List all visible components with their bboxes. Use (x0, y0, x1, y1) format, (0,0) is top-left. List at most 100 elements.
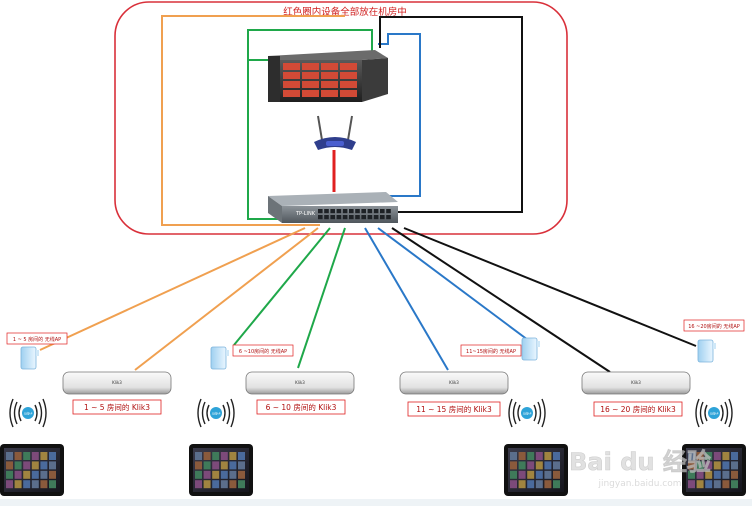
screen-tile (527, 470, 535, 479)
switch-port (342, 215, 348, 220)
screen-tile (731, 470, 738, 479)
screen-tile (31, 480, 39, 489)
klik3-box-4: Klik3 (581, 371, 691, 395)
screen-tile (238, 461, 245, 470)
watermark-sub: jingyan.baidu.com (597, 479, 681, 489)
screen-tile (705, 470, 713, 479)
switch-port (324, 209, 329, 214)
screen-tile (527, 452, 535, 460)
screen-tile (23, 470, 31, 479)
switch-port (361, 209, 366, 214)
switch-port (367, 215, 373, 220)
ap-badge-text: 无线AP (24, 412, 33, 416)
klik3-box-2: Klik3 (245, 371, 355, 395)
screen-tile (23, 461, 31, 470)
switch-port (349, 215, 354, 220)
screen-tile (518, 452, 526, 460)
screen-tile (31, 470, 39, 479)
screen-tile (722, 480, 730, 489)
switch-port (330, 209, 335, 214)
screen-tile (713, 480, 721, 489)
switch-port (361, 215, 366, 220)
screen-tile (553, 452, 560, 460)
switch-port (318, 209, 323, 214)
klik3-label-box-4 (593, 401, 683, 417)
screen-tile (553, 461, 560, 470)
screen-tile (713, 470, 721, 479)
switch-port (355, 209, 360, 214)
klik3-label-1: 1 ~ 5 房间的 Klik3 (84, 402, 150, 412)
switch-port (380, 215, 385, 220)
screen-tile (722, 470, 730, 479)
screen-tile (705, 452, 713, 460)
switch-port (330, 215, 335, 220)
ap-label-1: 1 ~ 5 房间的 无线AP (13, 336, 61, 343)
screen-tile (212, 461, 220, 470)
orange-cable-loop (161, 15, 345, 226)
screen-tile (31, 461, 39, 470)
screen-tile (510, 480, 517, 489)
switch-port (373, 209, 379, 214)
ap-label-box-4 (683, 319, 745, 332)
screen-tile (49, 480, 56, 489)
screen-tile (40, 480, 48, 489)
switch-port (324, 215, 329, 220)
wireless-ap-4 (697, 339, 716, 363)
tablet-3 (504, 444, 568, 496)
screen-tile (553, 480, 560, 489)
ap-badge-text: 无线AP (710, 412, 719, 416)
screen-tile (229, 470, 237, 479)
screen-tile (212, 480, 220, 489)
screen-tile (510, 461, 517, 470)
switch-port (342, 209, 348, 214)
klik3-label-box-2 (256, 399, 346, 415)
switch-brand-label: TP-LINK (295, 211, 316, 217)
wifi-signal-icon: 无线AP (197, 398, 235, 428)
screen-tile (212, 452, 220, 460)
wifi-signal-icon: 无线AP (508, 398, 546, 428)
screen-tile (229, 452, 237, 460)
wifi-signal-icon: 无线AP (695, 398, 733, 428)
switch-port (386, 209, 391, 214)
screen-tile (229, 480, 237, 489)
ap-label-box-1 (6, 332, 68, 345)
screen-tile (688, 461, 695, 470)
screen-tile (203, 470, 211, 479)
screen-tile (527, 461, 535, 470)
screen-tile (688, 452, 695, 460)
baidu-watermark: Bai du 经验 jingyan.baidu.com (569, 448, 711, 489)
black-cable-loop (379, 16, 523, 213)
screen-tile (195, 461, 202, 470)
screen-tile (722, 461, 730, 470)
screen-tile (713, 452, 721, 460)
bottom-strip (0, 499, 752, 506)
screen-tile (220, 480, 228, 489)
klik3-box-3: Klik3 (399, 371, 509, 395)
screen-tile (518, 470, 526, 479)
screen-tile (705, 461, 713, 470)
tablet-1 (0, 444, 64, 496)
switch-port (336, 215, 342, 220)
klik3-box-1: Klik3 (62, 371, 172, 395)
screen-tile (696, 461, 704, 470)
screen-tile (696, 480, 704, 489)
klik3-box-brand: Klik3 (449, 380, 459, 385)
klik3-label-box-1 (72, 399, 162, 415)
screen-tile (535, 470, 543, 479)
screen-tile (510, 452, 517, 460)
network-switch: TP-LINK (268, 192, 398, 223)
screen-tile (6, 480, 13, 489)
screen-tile (220, 470, 228, 479)
screen-tile (713, 461, 721, 470)
screen-tile (14, 480, 22, 489)
screen-tile (527, 480, 535, 489)
screen-tile (220, 461, 228, 470)
screen-tile (696, 470, 704, 479)
screen-tile (40, 452, 48, 460)
watermark-main: Bai du 经验 (569, 448, 711, 476)
screen-tile (195, 480, 202, 489)
switch-port (373, 215, 379, 220)
screen-tile (203, 452, 211, 460)
klik3-label-3: 11 ~ 15 房间的 Klik3 (416, 404, 492, 414)
screen-tile (203, 480, 211, 489)
